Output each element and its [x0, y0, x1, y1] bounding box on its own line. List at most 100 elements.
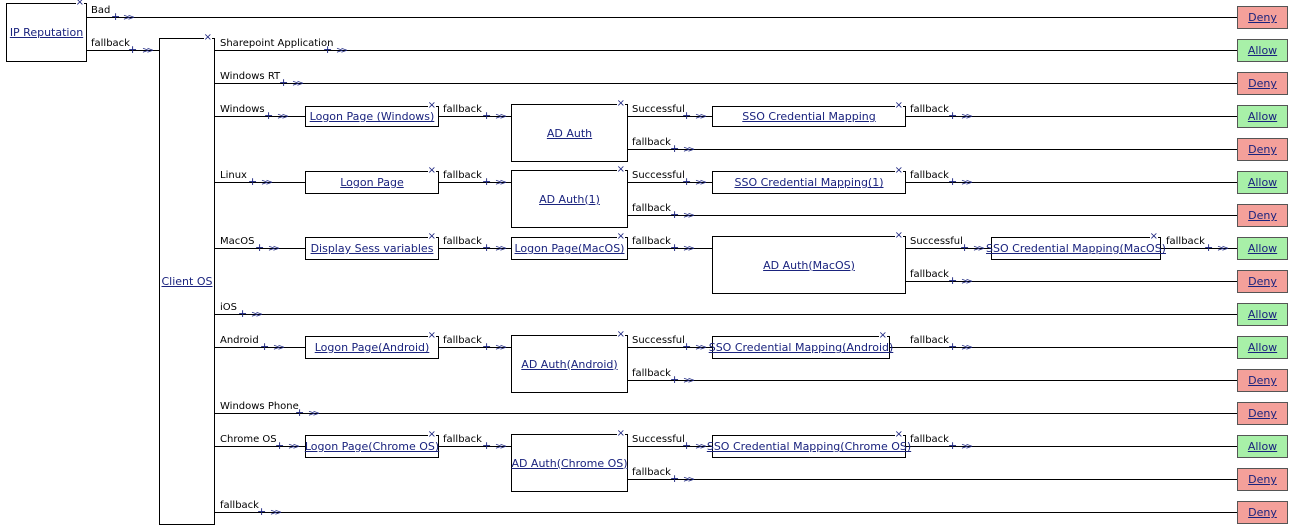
close-icon[interactable]: × [1149, 231, 1158, 242]
node-sso-linux[interactable]: SSO Credential Mapping(1) × [712, 166, 906, 194]
terminal-allow[interactable]: Allow [1237, 303, 1288, 326]
node-label[interactable]: SSO Credential Mapping(1) [734, 176, 884, 189]
plus-icon[interactable]: + [948, 439, 958, 452]
plus-icon[interactable]: + [670, 208, 680, 221]
close-icon[interactable]: × [894, 230, 903, 241]
node-label[interactable]: AD Auth(1) [539, 192, 600, 206]
close-icon[interactable]: × [894, 429, 903, 440]
node-label[interactable]: Logon Page [340, 176, 404, 189]
terminal-allow[interactable]: Allow [1237, 435, 1288, 458]
close-icon[interactable]: × [616, 164, 625, 175]
close-icon[interactable]: × [427, 165, 436, 176]
close-icon[interactable]: × [616, 98, 625, 109]
plus-icon[interactable]: + [482, 439, 492, 452]
plus-icon[interactable]: + [682, 175, 692, 188]
plus-icon[interactable]: + [248, 175, 258, 188]
terminal-allow[interactable]: Allow [1237, 336, 1288, 359]
node-label[interactable]: SSO Credential Mapping(Android) [708, 341, 894, 354]
terminal-deny[interactable]: Deny [1237, 204, 1288, 227]
node-logon-android[interactable]: Logon Page(Android) × [305, 331, 439, 359]
node-label[interactable]: AD Auth(Android) [521, 357, 618, 371]
close-icon[interactable]: × [616, 329, 625, 340]
plus-icon[interactable]: + [111, 10, 121, 23]
node-label[interactable]: SSO Credential Mapping(Chrome OS) [706, 440, 912, 453]
close-icon[interactable]: × [894, 165, 903, 176]
node-ip-reputation[interactable]: IP Reputation × [6, 0, 87, 62]
plus-icon[interactable]: + [960, 241, 970, 254]
terminal-deny[interactable]: Deny [1237, 72, 1288, 95]
terminal-deny[interactable]: Deny [1237, 138, 1288, 161]
node-logon-macos[interactable]: Logon Page(MacOS) × [511, 232, 628, 260]
close-icon[interactable]: × [616, 231, 625, 242]
terminal-deny[interactable]: Deny [1237, 270, 1288, 293]
plus-icon[interactable]: + [670, 373, 680, 386]
node-sso-chrome[interactable]: SSO Credential Mapping(Chrome OS) × [707, 430, 911, 458]
node-ad-auth-macos[interactable]: AD Auth(MacOS) × [712, 231, 906, 294]
node-ad-auth-1[interactable]: AD Auth(1) × [511, 165, 628, 228]
terminal-deny[interactable]: Deny [1237, 369, 1288, 392]
plus-icon[interactable]: + [670, 241, 680, 254]
node-label[interactable]: Display Sess variables [310, 242, 434, 255]
node-label[interactable]: Client OS [161, 275, 213, 288]
plus-icon[interactable]: + [260, 340, 270, 353]
node-label[interactable]: Logon Page (Windows) [309, 110, 435, 123]
plus-icon[interactable]: + [482, 175, 492, 188]
plus-icon[interactable]: + [323, 43, 333, 56]
plus-icon[interactable]: + [948, 109, 958, 122]
node-logon-linux[interactable]: Logon Page × [305, 166, 439, 194]
close-icon[interactable]: × [427, 429, 436, 440]
close-icon[interactable]: × [203, 32, 212, 43]
plus-icon[interactable]: + [682, 340, 692, 353]
terminal-allow[interactable]: Allow [1237, 39, 1288, 62]
close-icon[interactable]: × [427, 330, 436, 341]
node-label[interactable]: AD Auth(MacOS) [763, 258, 855, 272]
plus-icon[interactable]: + [1204, 241, 1214, 254]
node-label[interactable]: Logon Page(Android) [314, 341, 430, 354]
node-ad-auth-chrome[interactable]: AD Auth(Chrome OS) × [511, 429, 628, 492]
node-sso-windows[interactable]: SSO Credential Mapping × [712, 101, 906, 127]
terminal-allow[interactable]: Allow [1237, 171, 1288, 194]
plus-icon[interactable]: + [670, 472, 680, 485]
plus-icon[interactable]: + [295, 406, 305, 419]
node-label[interactable]: AD Auth [546, 126, 593, 140]
node-label[interactable]: Logon Page(Chrome OS) [304, 440, 440, 453]
terminal-allow[interactable]: Allow [1237, 237, 1288, 260]
close-icon[interactable]: × [616, 428, 625, 439]
node-sso-android[interactable]: SSO Credential Mapping(Android) × [709, 331, 893, 359]
node-label[interactable]: IP Reputation [9, 26, 84, 39]
node-display-sess[interactable]: Display Sess variables × [305, 232, 439, 260]
plus-icon[interactable]: + [670, 142, 680, 155]
close-icon[interactable]: × [75, 0, 84, 8]
node-logon-chrome[interactable]: Logon Page(Chrome OS) × [304, 430, 440, 458]
plus-icon[interactable]: + [948, 340, 958, 353]
plus-icon[interactable]: + [482, 241, 492, 254]
terminal-deny[interactable]: Deny [1237, 501, 1288, 524]
plus-icon[interactable]: + [128, 43, 138, 56]
close-icon[interactable]: × [878, 330, 887, 341]
plus-icon[interactable]: + [482, 109, 492, 122]
close-icon[interactable]: × [894, 100, 903, 111]
node-label[interactable]: AD Auth(Chrome OS) [511, 456, 628, 470]
terminal-allow[interactable]: Allow [1237, 105, 1288, 128]
plus-icon[interactable]: + [275, 439, 285, 452]
plus-icon[interactable]: + [264, 109, 274, 122]
node-label[interactable]: Logon Page(MacOS) [514, 242, 625, 255]
plus-icon[interactable]: + [255, 241, 265, 254]
close-icon[interactable]: × [427, 100, 436, 111]
node-sso-macos[interactable]: SSO Credential Mapping(MacOS) × [986, 232, 1166, 260]
terminal-deny[interactable]: Deny [1237, 468, 1288, 491]
node-ad-auth-android[interactable]: AD Auth(Android) × [511, 330, 628, 393]
terminal-deny[interactable]: Deny [1237, 402, 1288, 425]
plus-icon[interactable]: + [948, 175, 958, 188]
node-client-os[interactable]: Client OS × [159, 33, 215, 525]
plus-icon[interactable]: + [682, 439, 692, 452]
plus-icon[interactable]: + [948, 274, 958, 287]
plus-icon[interactable]: + [682, 109, 692, 122]
plus-icon[interactable]: + [279, 76, 289, 89]
terminal-deny[interactable]: Deny [1237, 6, 1288, 29]
node-label[interactable]: SSO Credential Mapping [742, 110, 876, 123]
node-logon-windows[interactable]: Logon Page (Windows) × [305, 101, 439, 127]
plus-icon[interactable]: + [257, 505, 267, 518]
plus-icon[interactable]: + [238, 307, 248, 320]
node-ad-auth[interactable]: AD Auth × [511, 99, 628, 162]
